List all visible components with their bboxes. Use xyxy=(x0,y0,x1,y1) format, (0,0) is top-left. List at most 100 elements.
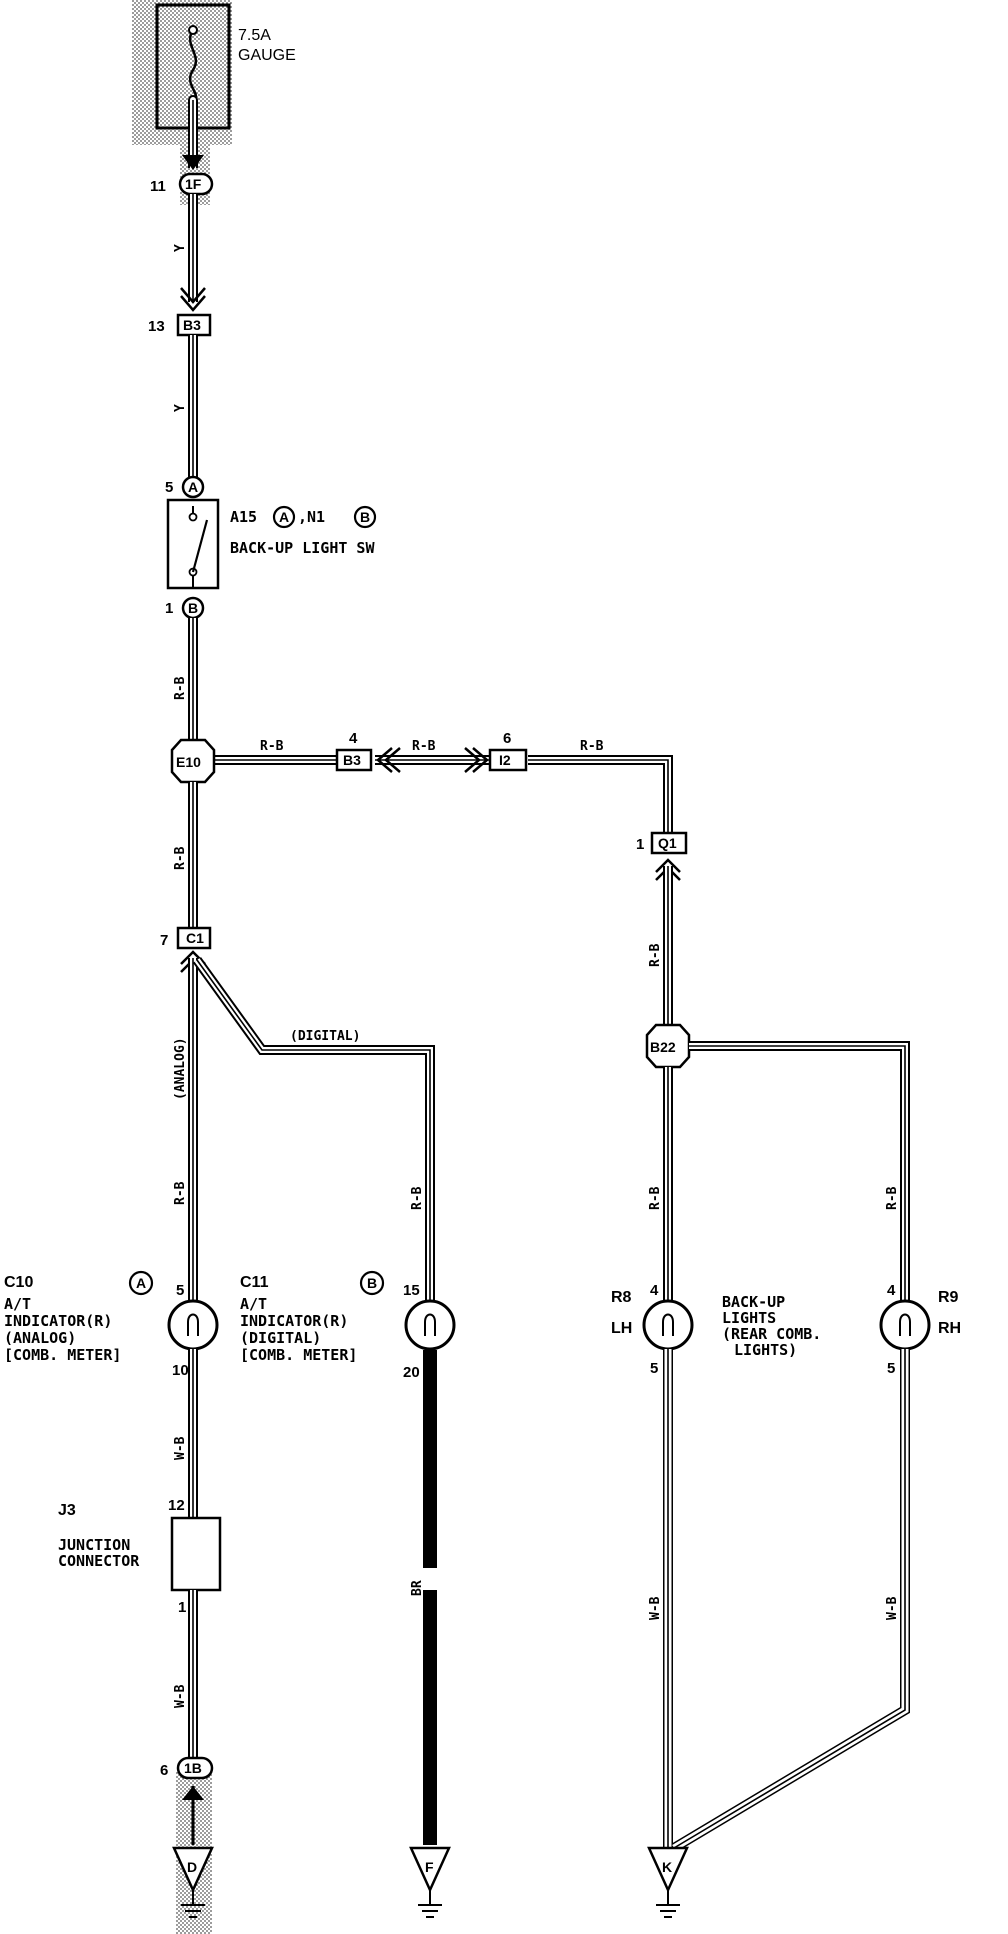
svg-text:A: A xyxy=(136,1275,146,1291)
wire-wb-r9 xyxy=(671,1349,910,1853)
svg-text:I2: I2 xyxy=(499,752,511,768)
wire-label-y-1: Y xyxy=(173,244,188,252)
pin-12-j3: 12 xyxy=(168,1497,185,1514)
pin-5-r9: 5 xyxy=(887,1360,895,1377)
wire-label-y-2: Y xyxy=(173,404,188,412)
svg-text:,N1: ,N1 xyxy=(298,508,325,526)
connector-c1: C1 7 xyxy=(160,926,212,950)
double-chevron-icon xyxy=(464,747,489,773)
fuse-rating: 7.5A xyxy=(238,27,271,44)
pin-4-r8: 4 xyxy=(650,1282,659,1299)
pin-6-i2: 6 xyxy=(503,730,511,747)
wire-label-wb-1: W-B xyxy=(173,1436,188,1460)
wire-label-wb-r8: W-B xyxy=(648,1596,663,1620)
splice-e10: E10 xyxy=(170,738,216,784)
wire-label-digital: (DIGITAL) xyxy=(290,1029,360,1044)
bulb-r9: 4 5 R9 RH xyxy=(879,1282,961,1377)
switch-reference: A15 A ,N1 B BACK-UP LIGHT SW xyxy=(230,505,377,557)
pin-20-c11: 20 xyxy=(403,1364,420,1381)
connector-b3-mid: B3 4 xyxy=(335,730,373,772)
pin-4-b3: 4 xyxy=(349,730,358,747)
ground-k: K xyxy=(647,1846,689,1918)
bulb-c11: 15 20 xyxy=(403,1282,456,1381)
svg-text:LH: LH xyxy=(611,1320,632,1337)
connector-b3-top: B3 13 xyxy=(148,313,212,337)
double-chevron-icon xyxy=(180,287,206,312)
wire-label-rb-h3: R-B xyxy=(580,739,604,754)
wire-label-rb-1: R-B xyxy=(173,676,188,700)
wire-rb-horizontal xyxy=(210,755,673,833)
pin-5-r8: 5 xyxy=(650,1360,658,1377)
wire-label-rb-digital: R-B xyxy=(410,1186,425,1210)
svg-text:INDICATOR(R): INDICATOR(R) xyxy=(4,1312,112,1330)
pin-13: 13 xyxy=(148,318,165,335)
svg-text:Q1: Q1 xyxy=(658,835,677,851)
svg-text:B: B xyxy=(188,600,198,616)
svg-text:A/T: A/T xyxy=(4,1295,31,1313)
svg-text:LIGHTS): LIGHTS) xyxy=(734,1341,797,1359)
svg-text:C11: C11 xyxy=(240,1274,269,1291)
connector-q1: Q1 1 xyxy=(636,831,688,855)
svg-text:E10: E10 xyxy=(176,754,201,770)
pin-15-c11: 15 xyxy=(403,1282,420,1299)
arrow-down-icon xyxy=(182,155,204,170)
svg-text:D: D xyxy=(187,1859,197,1875)
wire-label-rb-analog: R-B xyxy=(173,1181,188,1205)
svg-text:LIGHTS: LIGHTS xyxy=(722,1309,776,1327)
pin-4-r9: 4 xyxy=(887,1282,896,1299)
svg-text:A/T: A/T xyxy=(240,1295,267,1313)
ground-d: D xyxy=(172,1846,214,1918)
svg-text:[COMB. METER]: [COMB. METER] xyxy=(4,1346,121,1364)
pin-6-1b: 6 xyxy=(160,1762,168,1779)
fuse-name: GAUGE xyxy=(238,47,296,64)
wire-label-rb-h1: R-B xyxy=(260,739,284,754)
pin-1-q1: 1 xyxy=(636,836,644,853)
svg-text:1F: 1F xyxy=(185,176,202,192)
svg-text:C1: C1 xyxy=(186,930,204,946)
pin-7-c1: 7 xyxy=(160,932,168,949)
pin-11: 11 xyxy=(150,178,166,195)
wire-label-analog: (ANALOG) xyxy=(173,1037,188,1100)
svg-text:A: A xyxy=(188,479,198,495)
backup-lights-label: BACK-UP LIGHTS (REAR COMB. LIGHTS) xyxy=(722,1293,821,1359)
bulb-r8: 4 5 R8 LH xyxy=(611,1282,694,1377)
svg-text:BACK-UP: BACK-UP xyxy=(722,1293,785,1311)
wire-label-rb-r9: R-B xyxy=(885,1186,900,1210)
svg-text:CONNECTOR: CONNECTOR xyxy=(58,1552,140,1570)
svg-text:F: F xyxy=(425,1859,434,1875)
wire-label-rb-r8: R-B xyxy=(648,1186,663,1210)
splice-b22: B22 xyxy=(645,1023,691,1069)
backup-light-switch: A 5 B 1 xyxy=(165,475,220,620)
svg-text:A15: A15 xyxy=(230,508,257,526)
wire-rb-b22-r9 xyxy=(689,1041,910,1300)
ground-f: F xyxy=(409,1846,451,1918)
svg-text:INDICATOR(R): INDICATOR(R) xyxy=(240,1312,348,1330)
fuse-gauge: 7.5A GAUGE xyxy=(132,0,296,145)
svg-text:R8: R8 xyxy=(611,1289,632,1306)
svg-text:A: A xyxy=(279,509,289,525)
svg-text:(DIGITAL): (DIGITAL) xyxy=(240,1329,321,1347)
connector-i2: I2 6 xyxy=(488,730,528,772)
pin-10-c10: 10 xyxy=(172,1362,189,1379)
pin-1-switch: 1 xyxy=(165,600,173,617)
wire-label-rb-2: R-B xyxy=(173,846,188,870)
svg-text:1B: 1B xyxy=(184,1760,202,1776)
svg-text:[COMB. METER]: [COMB. METER] xyxy=(240,1346,357,1364)
wire-label-rb-q1: R-B xyxy=(648,943,663,967)
pin-5-c10: 5 xyxy=(176,1282,184,1299)
pin-1-j3: 1 xyxy=(178,1599,186,1616)
pin-5-switch: 5 xyxy=(165,479,173,496)
svg-text:RH: RH xyxy=(938,1320,961,1337)
svg-text:(REAR COMB.: (REAR COMB. xyxy=(722,1325,821,1343)
svg-text:JUNCTION: JUNCTION xyxy=(58,1536,130,1554)
svg-text:B22: B22 xyxy=(650,1039,676,1055)
double-chevron-icon xyxy=(376,747,401,773)
wire-label-wb-r9: W-B xyxy=(885,1596,900,1620)
svg-text:(ANALOG): (ANALOG) xyxy=(4,1329,76,1347)
svg-text:B3: B3 xyxy=(343,752,361,768)
svg-text:B: B xyxy=(360,509,370,525)
wire-label-br: BR xyxy=(410,1580,425,1596)
wire-label-rb-h2: R-B xyxy=(412,739,436,754)
svg-text:C10: C10 xyxy=(4,1274,33,1291)
connector-1B: 1B 6 xyxy=(160,1756,214,1780)
